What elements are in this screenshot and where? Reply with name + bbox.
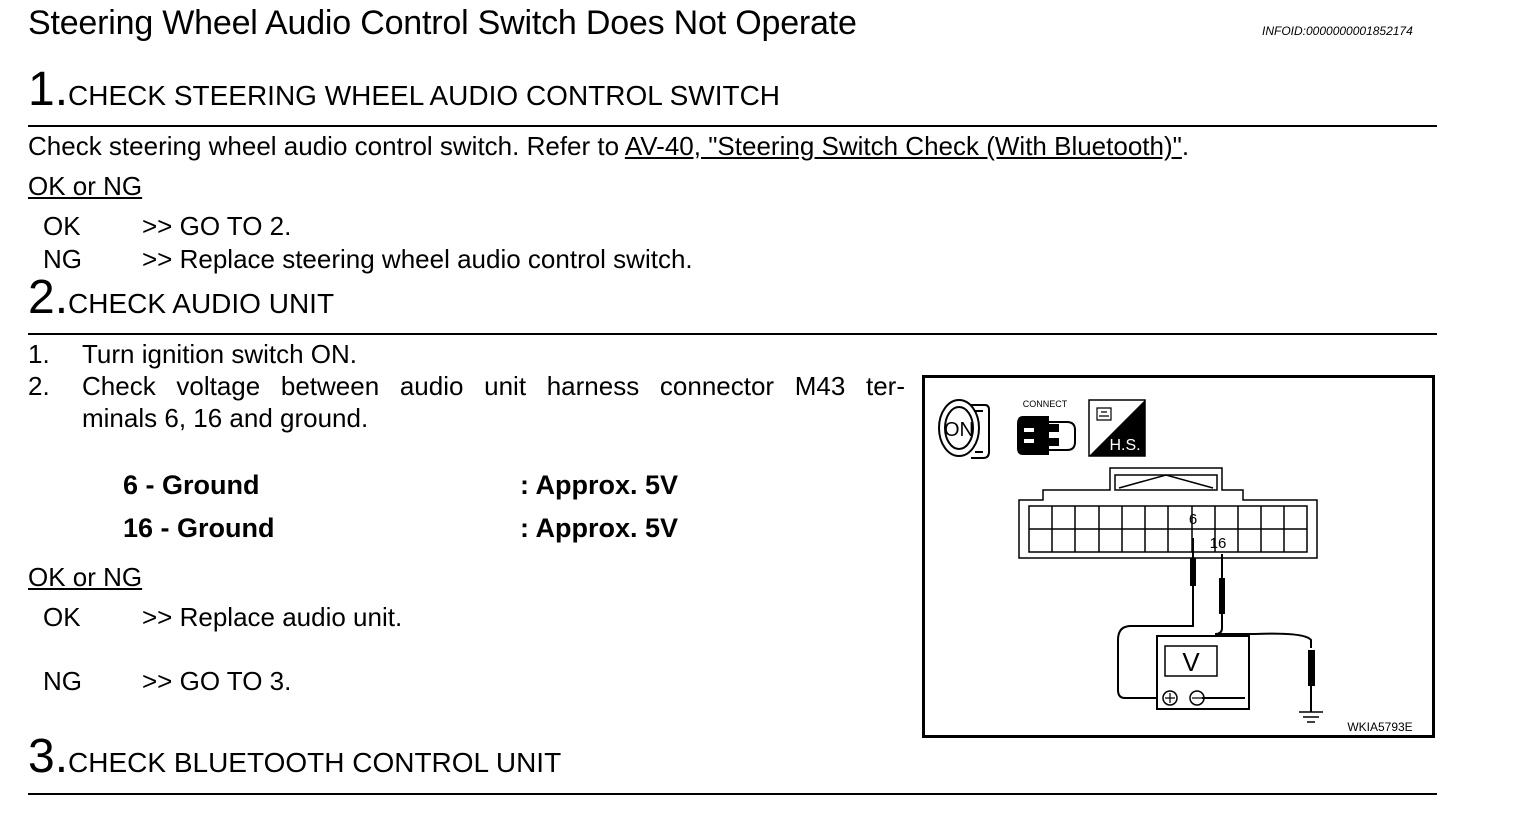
- ground-probe: [1202, 650, 1315, 712]
- step-title: CHECK STEERING WHEEL AUDIO CONTROL SWITC…: [68, 80, 781, 111]
- step-number: 3.: [28, 730, 69, 783]
- step-1-heading: 1.CHECK STEERING WHEEL AUDIO CONTROL SWI…: [28, 66, 780, 114]
- substep-number: 1.: [28, 339, 50, 369]
- terminal-6-label: 6: [1189, 511, 1197, 528]
- measurement-terminal: 6 - Ground: [123, 470, 260, 500]
- result-code: NG: [43, 244, 82, 274]
- result-action: >> GO TO 3.: [142, 666, 292, 696]
- step-title: CHECK BLUETOOTH CONTROL UNIT: [68, 747, 562, 778]
- harness-side-icon: H.S.: [1088, 399, 1146, 457]
- voltage-check-figure: ON CONNECT H.S.: [922, 375, 1435, 738]
- substep-text: Check voltage between audio unit harness…: [82, 371, 905, 401]
- result-code: OK: [43, 602, 81, 632]
- harness-connector: [1018, 467, 1318, 559]
- voltmeter: V: [1156, 635, 1250, 710]
- terminal-16-label: 16: [1210, 535, 1227, 552]
- ignition-label: ON: [944, 419, 974, 441]
- connect-label: CONNECT: [1023, 399, 1068, 409]
- divider: [28, 793, 1437, 795]
- reference-link[interactable]: AV-40, "Steering Switch Check (With Blue…: [624, 131, 1182, 161]
- meter-leads: [1117, 586, 1312, 699]
- result-code: NG: [43, 666, 82, 696]
- figure-id: WKIA5793E: [1347, 720, 1412, 734]
- measurement-value: : Approx. 5V: [520, 470, 679, 500]
- step-number: 2.: [28, 271, 69, 324]
- step-number: 1.: [28, 63, 69, 116]
- connect-icon: CONNECT: [1017, 399, 1076, 455]
- measurement-value: : Approx. 5V: [520, 513, 679, 543]
- measurement-terminal: 16 - Ground: [123, 513, 275, 543]
- test-probes: [1190, 538, 1225, 614]
- plus-terminal-icon: [1162, 690, 1178, 706]
- page-title: Steering Wheel Audio Control Switch Does…: [28, 4, 857, 42]
- terminal-grid: [1051, 506, 1285, 552]
- ok-or-ng-label: OK or NG: [28, 562, 143, 592]
- ignition-key-icon: ON: [938, 399, 990, 459]
- result-action: >> Replace audio unit.: [142, 602, 403, 632]
- step-1-instruction: Check steering wheel audio control switc…: [28, 131, 1190, 161]
- divider: [28, 333, 1437, 335]
- substep-text-continued: minals 6, 16 and ground.: [82, 403, 369, 433]
- meter-label: V: [1182, 647, 1200, 677]
- result-action: >> GO TO 2.: [142, 211, 292, 241]
- result-code: OK: [43, 211, 81, 241]
- info-id: INFOID:0000000001852174: [1262, 24, 1413, 38]
- divider: [28, 125, 1437, 127]
- connector-diagram: ON CONNECT H.S.: [938, 399, 1413, 734]
- step-title: CHECK AUDIO UNIT: [68, 288, 335, 319]
- hs-label: H.S.: [1109, 437, 1140, 454]
- step-2-heading: 2.CHECK AUDIO UNIT: [28, 274, 334, 322]
- substep-text: Turn ignition switch ON.: [82, 339, 358, 369]
- step-3-heading: 3.CHECK BLUETOOTH CONTROL UNIT: [28, 733, 561, 781]
- substep-number: 2.: [28, 371, 50, 401]
- ok-or-ng-label: OK or NG: [28, 171, 143, 201]
- result-action: >> Replace steering wheel audio control …: [142, 244, 693, 274]
- ground-icon: [1299, 711, 1323, 723]
